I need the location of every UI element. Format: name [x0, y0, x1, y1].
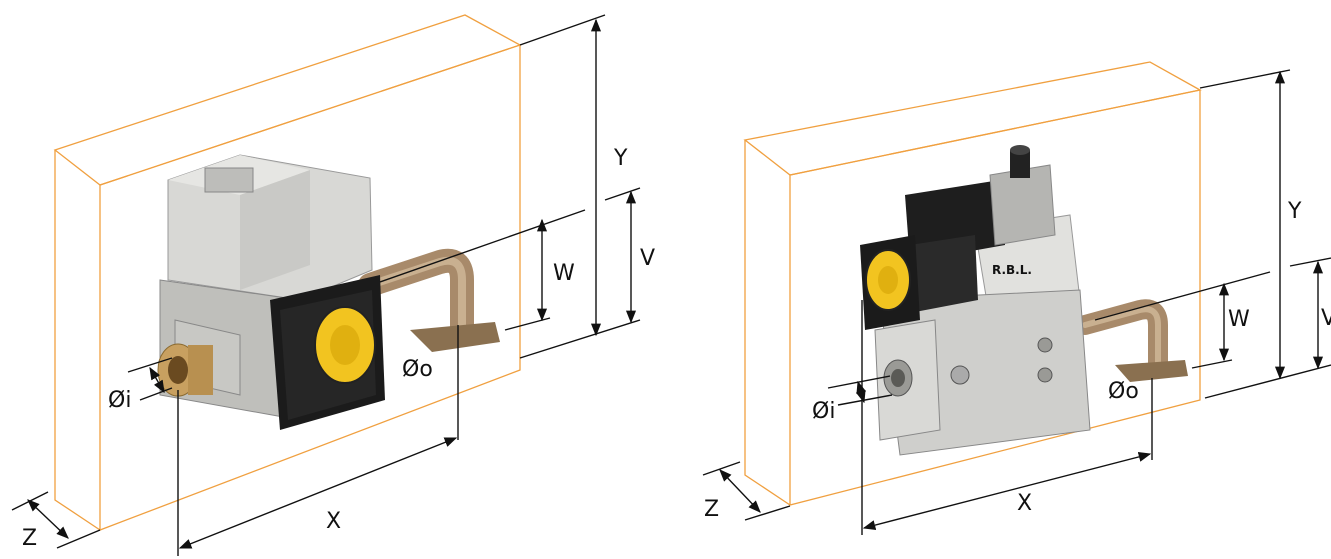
left-label-y: Y — [613, 146, 628, 171]
left-label-inlet: Øi — [108, 388, 131, 413]
right-figure: R.B.L. Y — [702, 61, 1331, 535]
right-pressure-switch — [860, 235, 920, 330]
left-brass-inlet — [157, 343, 213, 397]
right-solenoid — [905, 145, 1056, 312]
right-label-y: Y — [1287, 199, 1302, 224]
left-label-z: Z — [22, 526, 37, 551]
right-device-text: R.B.L. — [992, 263, 1032, 277]
left-figure: Y V W X Z Øi Øo — [11, 14, 655, 556]
left-label-w: W — [553, 261, 575, 286]
left-dimension-lines — [11, 14, 641, 556]
right-label-w: W — [1228, 307, 1250, 332]
left-label-x: X — [326, 509, 341, 534]
right-label-v: V — [1321, 306, 1331, 331]
right-outlet-pipe — [1075, 299, 1188, 382]
left-pressure-switch — [270, 275, 385, 430]
right-dimension-lines — [702, 69, 1331, 535]
left-outlet-pipe — [358, 248, 500, 352]
right-label-inlet: Øi — [812, 399, 835, 424]
left-label-v: V — [640, 246, 655, 271]
right-label-z: Z — [704, 497, 719, 522]
right-label-outlet: Øo — [1108, 379, 1139, 404]
left-label-outlet: Øo — [402, 357, 433, 382]
right-label-x: X — [1017, 491, 1032, 516]
